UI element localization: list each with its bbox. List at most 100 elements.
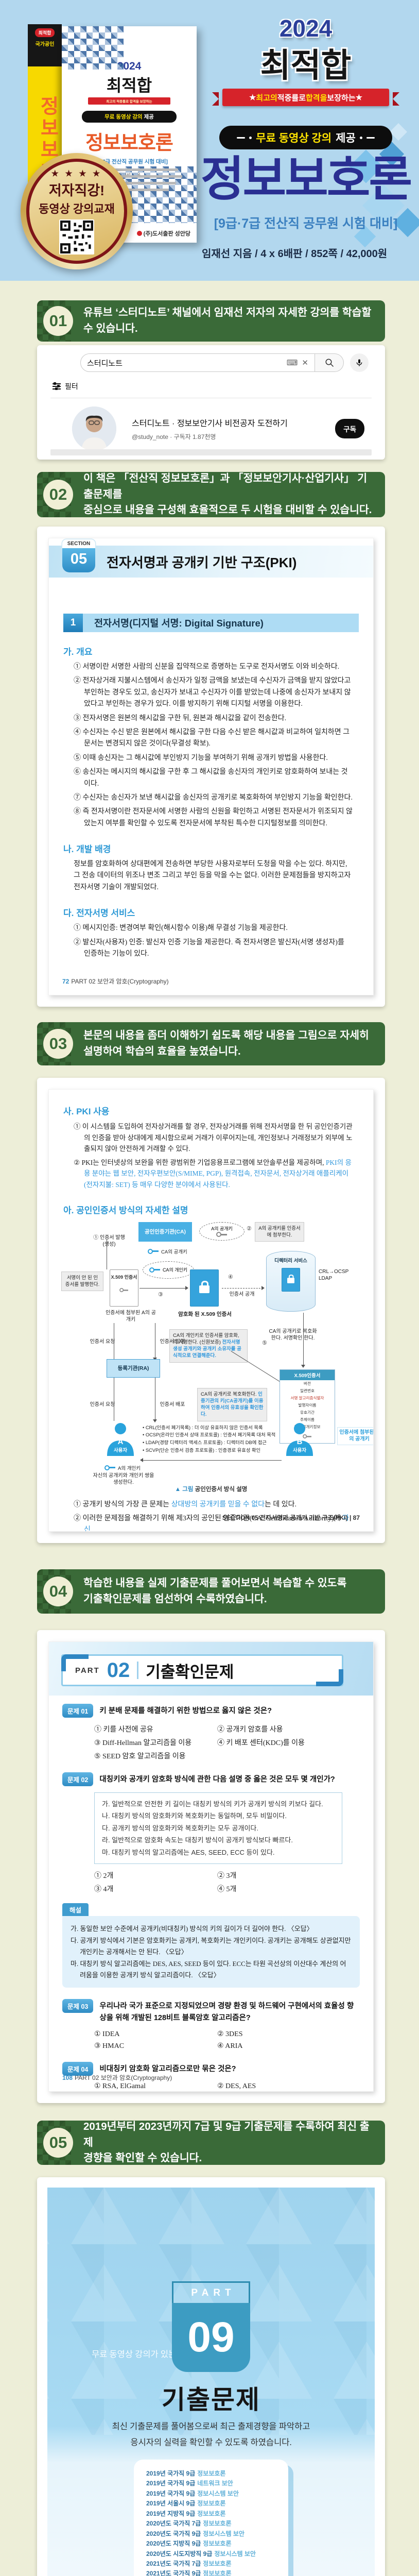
x509-detail-card: X.509인증서 버전 일련번호 서명 알고리즘식별자 발행자이름 유효기간 주…	[280, 1369, 335, 1444]
key-icon	[303, 1434, 312, 1438]
heading-certificate: 아. 공인인증서 방식의 자세한 설명	[63, 1205, 188, 1215]
youtube-search-result: 스터디노트 ⌨ ✕ 필터	[37, 345, 385, 455]
heading-background: 나. 개발 배경	[63, 844, 111, 855]
step-2: ②	[247, 1225, 252, 1232]
list-item: ⑥ 송신자는 메시지의 해시값을 구한 후 그 해시값을 송신자의 개인키로 암…	[74, 768, 348, 788]
note-unsigned: 서명이 안 된 인증서를 발행한다.	[61, 1271, 103, 1292]
spine-certified-label: 국가공인	[35, 42, 55, 47]
subscribe-button[interactable]: 구독	[335, 419, 364, 438]
section-02-header: 02 이 책은 「전산직 정보보호론」과 「정보보안기사·산업기사」 기출문제를…	[37, 472, 385, 517]
cover-mosaic-decoration	[62, 26, 124, 70]
connector	[301, 1312, 306, 1368]
search-button[interactable]	[315, 353, 344, 372]
subsection-number: 1	[63, 614, 83, 632]
section-02-card: SECTION 05 전자서명과 공개키 기반 구조(PKI) 1 전자서명(디…	[37, 527, 385, 1007]
arrow	[139, 1286, 188, 1291]
ca-public-key: CA의 공개키	[148, 1248, 187, 1255]
hero-year: 2024	[279, 15, 333, 42]
explanation-box: 가. 동일한 보안 수준에서 공개키(비대칭키) 방식의 키의 길이가 더 길어…	[62, 1916, 360, 1988]
step-1-label: ① 인증서 발행(생성)	[93, 1234, 125, 1248]
question-1: 문제 01 키 분배 문제를 해결하기 위한 방법으로 옳지 않은 것은?	[62, 1704, 360, 1718]
question-3-text: 우리나라 국가 표준으로 지정되었으며 경량 환경 및 하드웨어 구현에서의 효…	[99, 2002, 354, 2022]
youtube-search-input[interactable]: 스터디노트 ⌨ ✕	[80, 353, 315, 372]
mic-icon	[356, 359, 362, 366]
section-02-number: 02	[43, 480, 73, 510]
section-title: 전자서명과 공개키 기반 구조(PKI)	[107, 554, 297, 570]
protocol-list: CRL(인증서 폐기목록) : 더 이상 유효하지 않은 인증서 목록 OCSP…	[143, 1424, 281, 1455]
filter-icon	[53, 382, 61, 391]
part-number-badge: 09	[172, 2303, 250, 2372]
book-spine-top: 최적합 국가공인	[28, 24, 62, 66]
book-mockup: 최적합 국가공인 정보보호론 2024 최적합 최고의 적중률로 합격을 보장하…	[21, 18, 201, 269]
keyboard-icon[interactable]: ⌨	[286, 359, 298, 367]
list-item: ④ 수신자는 수신 받은 원본에서 해시값을 구한 다음 수신 받은 해시값과 …	[74, 728, 350, 748]
list-item: ① 이 시스템을 도입하여 전자상거래를 할 경우, 전자상거래를 위해 전자서…	[74, 1123, 353, 1153]
gold-medal-inner: ★ ★ ★ ★ 저자직강! 동영상 강의교재	[26, 159, 127, 264]
part-label-frame: PART	[172, 2281, 250, 2303]
key-icon	[119, 1287, 129, 1292]
channel-meta: 스터디노트 · 정보보안기사 비전공자 도전하기 @study_note · 구…	[132, 416, 288, 441]
step-3: ③	[158, 1291, 163, 1298]
medal-line1: 저자직강!	[48, 182, 105, 198]
explanation: 해설 가. 동일한 보안 수준에서 공개키(비대칭키) 방식의 키의 길이가 더…	[62, 1903, 360, 1988]
publisher-logo-icon	[136, 231, 142, 236]
request-label-2: 인증서 요청	[90, 1401, 115, 1408]
attached-key-label-2: 인증서에 첨부된 A의 공개키	[337, 1427, 373, 1445]
key-icon	[104, 1465, 116, 1470]
key-icon	[148, 1248, 159, 1254]
section-03-card: 사. PKI 사용 ① 이 시스템을 도입하여 전자상거래를 할 경우, 전자상…	[37, 1078, 385, 1543]
list-item: ③ 전자서명은 원본의 해시값을 구한 뒤, 원본과 해시값을 같이 전송한다.	[74, 714, 287, 722]
list-item: ② 이러한 문제점을 해결하기 위해 제3자의 공인된 인증기관(CA: Cer…	[74, 1514, 350, 1532]
filter-control[interactable]: 필터	[53, 381, 372, 392]
medal-stars: ★ ★ ★ ★	[51, 169, 102, 178]
question-3-tag: 문제 03	[62, 1999, 94, 2013]
issue-label: 인증서 발행	[160, 1338, 185, 1345]
figure-caption: ▲ 그림 공인인증서 방식 설명	[174, 1486, 248, 1493]
note-signing: CA의 개인키로 인증서를 암호화, 즉 서명한다. (신원보증) 전자서명 생…	[169, 1329, 248, 1363]
section-01-number: 01	[43, 306, 73, 336]
directory-service: 디렉터리 서비스	[266, 1250, 316, 1312]
list-item: ① 공개키 방식의 가장 큰 문제는 상대방의 공개키를 믿을 수 없다는 데 …	[74, 1500, 297, 1509]
a-public-key: A의 공개키	[199, 1222, 245, 1241]
x509-certificate: X.509 인증서	[110, 1269, 138, 1307]
gold-medal-badge: ★ ★ ★ ★ 저자직강! 동영상 강의교재	[21, 153, 133, 269]
part-label: PART	[75, 1666, 100, 1675]
ca-box: 공인인증기관(CA)	[138, 1222, 192, 1242]
encrypted-certificate	[190, 1269, 219, 1307]
hero-title: 정보보호론	[200, 153, 412, 206]
mic-button[interactable]	[350, 353, 369, 372]
cover-ribbon: 최고의 적중률로 합격을 보장하는	[88, 97, 170, 105]
section-04-number: 04	[43, 1577, 73, 1606]
cover-subtitle: [9급·7급 전산직 공무원 시험 대비]	[91, 159, 168, 165]
list-item: ② 발신자(사용자) 인증: 발신자 인증 기능을 제공한다. 즉 전자서명은 …	[74, 938, 344, 958]
hero-ribbon: ★최고의 적중률로 합격을 보장하는★	[212, 89, 399, 106]
paragraph: 정보를 암호화하여 상대편에게 전송하면 부당한 사용자로부터 도청을 막을 수…	[74, 860, 351, 891]
arrow	[222, 1286, 265, 1291]
note-attach: A의 공개키를 인증서에 첨부한다.	[255, 1222, 304, 1242]
channel-row[interactable]: 스터디노트 · 정보보안기사 비전공자 도전하기 @study_note · 구…	[50, 398, 372, 451]
ca-private-key: CA의 개인키	[143, 1261, 194, 1279]
user-a: A 사용자	[102, 1422, 138, 1459]
section-05-card: 무료 동영상 강의가 있는 정보보호론 PART 09 기출문제 최신 기출문제…	[37, 2177, 385, 2576]
section-01-card: 스터디노트 ⌨ ✕ 필터	[37, 345, 385, 460]
clear-icon[interactable]: ✕	[302, 359, 308, 367]
heading-pki-use: 사. PKI 사용	[63, 1107, 110, 1116]
subsection-bar: 1 전자서명(디지털 서명: Digital Signature)	[63, 614, 359, 632]
channel-title[interactable]: 스터디노트 · 정보보안기사 비전공자 도전하기	[132, 419, 288, 428]
